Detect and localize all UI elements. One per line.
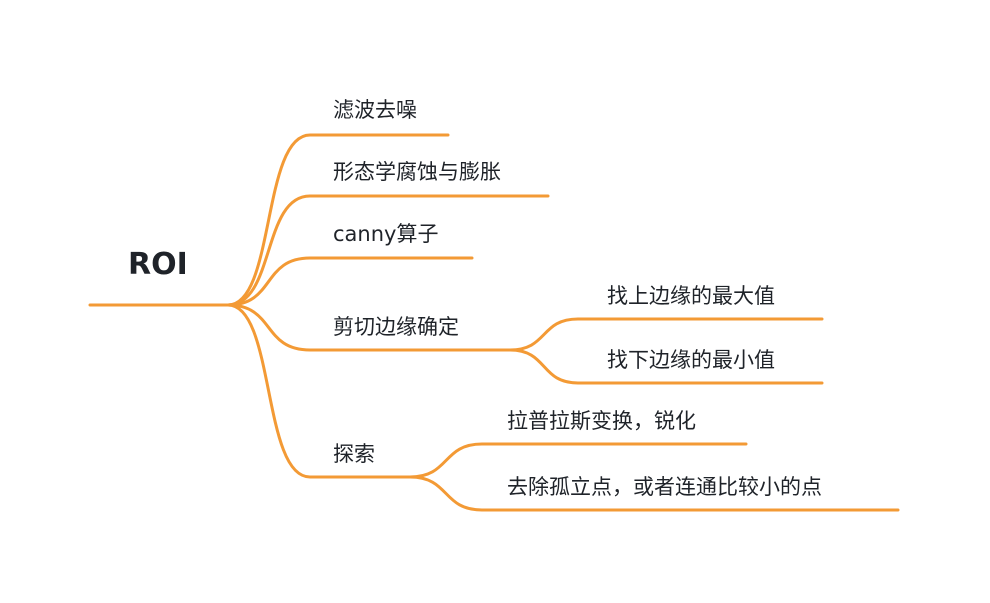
- subtopic-remove-isolated-points[interactable]: 去除孤立点，或者连通比较小的点: [507, 475, 822, 499]
- connector-root-branch-5: [226, 303, 412, 479]
- root-topic[interactable]: ROI: [128, 247, 188, 282]
- connector-branch-5-child-1: [408, 442, 748, 479]
- connector-root-branch-1: [226, 133, 450, 307]
- branch-topic-crop-edge[interactable]: 剪切边缘确定: [333, 315, 459, 339]
- subtopic-upper-edge-max[interactable]: 找上边缘的最大值: [607, 284, 775, 308]
- branch-topic-canny[interactable]: canny算子: [333, 222, 439, 246]
- connector-branch-5-child-2: [408, 475, 900, 512]
- connector-branch-4-child-1: [508, 317, 824, 352]
- branch-topic-morphology[interactable]: 形态学腐蚀与膨胀: [333, 160, 501, 184]
- connector-branch-4-child-2: [508, 348, 824, 385]
- connector-root-branch-3: [226, 256, 474, 307]
- connector-root-branch-2: [226, 194, 550, 307]
- connector-root-branch-4: [226, 303, 512, 352]
- subtopic-laplacian-sharpen[interactable]: 拉普拉斯变换，锐化: [507, 409, 696, 433]
- subtopic-lower-edge-min[interactable]: 找下边缘的最小值: [607, 348, 775, 372]
- branch-topic-denoise[interactable]: 滤波去噪: [333, 98, 417, 122]
- branch-topic-explore[interactable]: 探索: [333, 442, 375, 466]
